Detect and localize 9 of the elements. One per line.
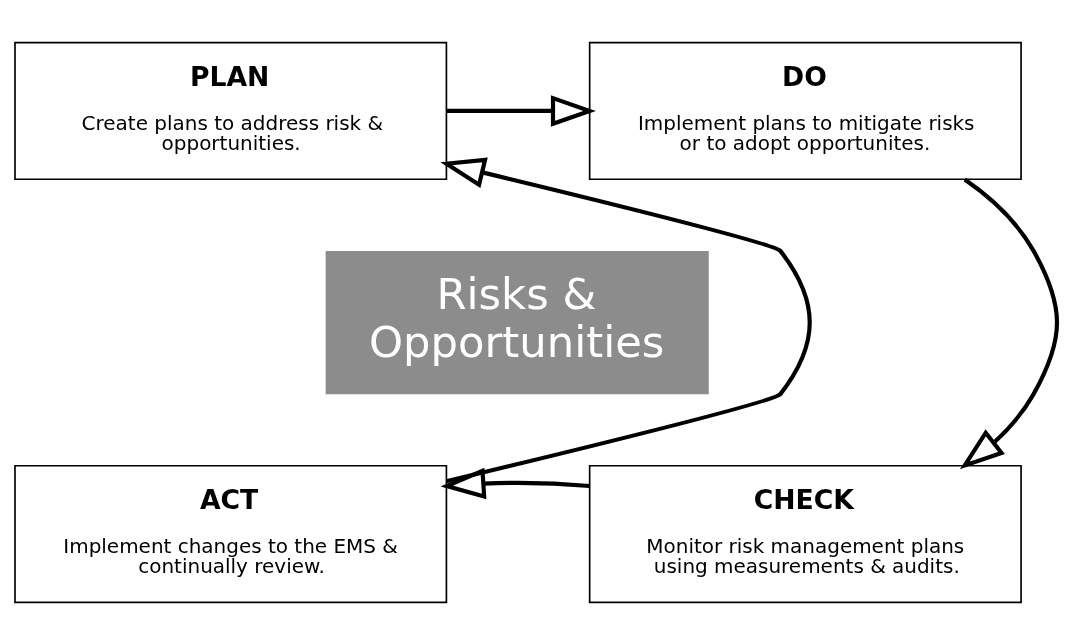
arrow bbox=[959, 177, 1060, 469]
node-box: CHECK Monitor risk management plans using measurements & audits. bbox=[588, 464, 1022, 603]
node-box: ACT Implement changes to the EMS & continually review. bbox=[14, 464, 448, 603]
arrow bbox=[440, 156, 812, 483]
node-box: DO Implement plans to mitigate risks or to adopt opportunites. bbox=[588, 41, 1022, 180]
node-box: PLAN Create plans to address risk & opportunities. bbox=[14, 41, 448, 180]
node-box: Risks & Opportunities bbox=[325, 250, 709, 394]
arrow bbox=[446, 94, 596, 127]
arrow bbox=[440, 467, 590, 499]
